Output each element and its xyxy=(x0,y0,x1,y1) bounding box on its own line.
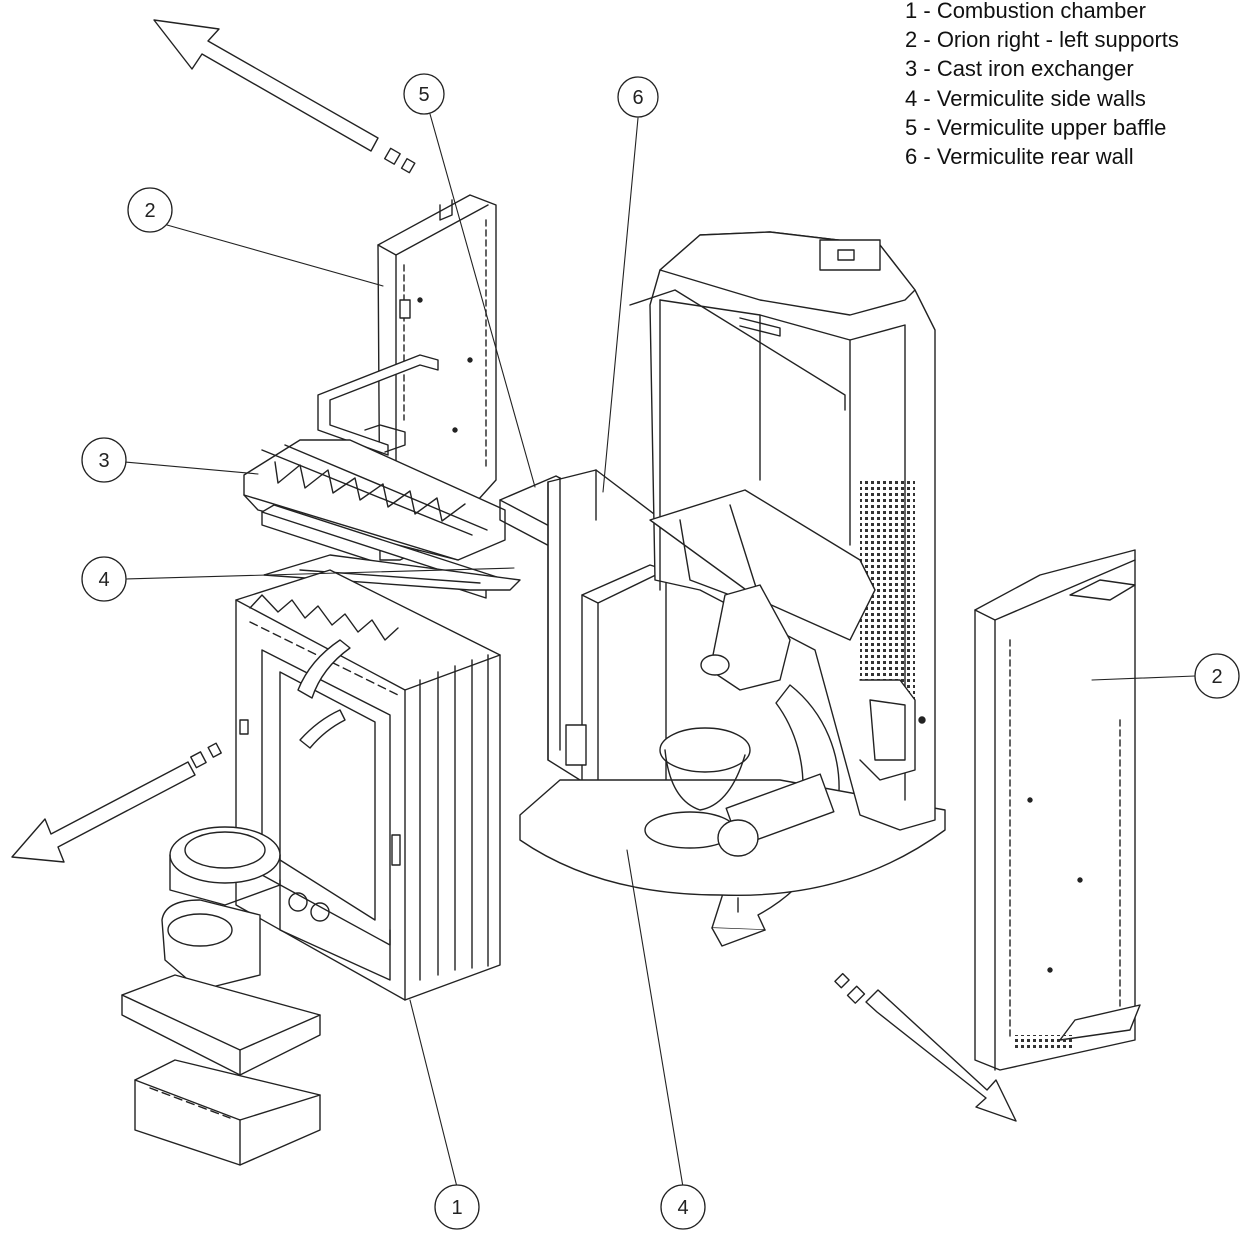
legend-number: 4 xyxy=(905,85,918,111)
callout-2-left: 2 xyxy=(127,187,173,233)
callout-4-bottom-label: 4 xyxy=(677,1197,688,1219)
callout-3-label: 3 xyxy=(98,450,109,472)
legend-separator: - xyxy=(917,144,937,170)
combustion-chamber xyxy=(235,569,501,1001)
legend-label: Orion right - left supports xyxy=(936,27,1179,53)
legend-label: Vermiculite upper baffle xyxy=(936,114,1167,140)
legend-label: Combustion chamber xyxy=(936,0,1146,23)
callout-6: 6 xyxy=(617,76,659,118)
callout-3: 3 xyxy=(81,437,127,483)
stove-internal-mechanism xyxy=(565,489,876,913)
legend-number: 5 xyxy=(905,114,918,140)
legend: 1 - Combustion chamber 2 - Orion right -… xyxy=(905,0,1245,171)
callout-4-left: 4 xyxy=(81,556,127,602)
legend-number: 6 xyxy=(905,144,918,170)
leader-lines xyxy=(124,113,1196,1188)
legend-item-5: 5 - Vermiculite upper baffle xyxy=(905,113,1245,142)
arrow-lower-left xyxy=(11,742,222,863)
ash-tray xyxy=(161,899,261,991)
arrow-lower-right xyxy=(834,972,1017,1122)
burn-pot xyxy=(169,826,281,906)
legend-item-4: 4 - Vermiculite side walls xyxy=(905,84,1245,113)
callout-5: 5 xyxy=(403,73,445,115)
callout-6-label: 6 xyxy=(632,87,643,109)
legend-separator: - xyxy=(917,85,937,111)
right-support-panel xyxy=(974,549,1141,1071)
legend-label: Vermiculite side walls xyxy=(936,85,1146,111)
ash-drawer-lower xyxy=(134,1059,321,1166)
callout-2-right: 2 xyxy=(1194,653,1240,699)
legend-separator: - xyxy=(917,0,937,23)
legend-item-2: 2 - Orion right - left supports xyxy=(905,25,1245,54)
legend-item-6: 6 - Vermiculite rear wall xyxy=(905,142,1245,171)
callout-2-left-label: 2 xyxy=(144,200,155,222)
legend-label: Cast iron exchanger xyxy=(936,56,1134,82)
legend-number: 1 xyxy=(905,0,918,23)
legend-number: 3 xyxy=(905,56,918,82)
legend-separator: - xyxy=(917,27,937,53)
callout-4-bottom: 4 xyxy=(660,1184,706,1230)
legend-label: Vermiculite rear wall xyxy=(936,144,1134,170)
callout-4-left-label: 4 xyxy=(98,569,109,591)
legend-item-3: 3 - Cast iron exchanger xyxy=(905,54,1245,83)
callout-5-label: 5 xyxy=(418,84,429,106)
legend-number: 2 xyxy=(905,27,918,53)
callout-2-right-label: 2 xyxy=(1211,666,1222,688)
callout-1-label: 1 xyxy=(451,1197,462,1219)
legend-separator: - xyxy=(917,114,937,140)
cast-iron-exchanger xyxy=(243,439,506,599)
ash-drawer-upper xyxy=(121,974,321,1076)
legend-item-1: 1 - Combustion chamber xyxy=(905,0,1245,25)
callout-1: 1 xyxy=(434,1184,480,1230)
legend-separator: - xyxy=(917,56,937,82)
arrow-upper-left xyxy=(153,19,416,174)
